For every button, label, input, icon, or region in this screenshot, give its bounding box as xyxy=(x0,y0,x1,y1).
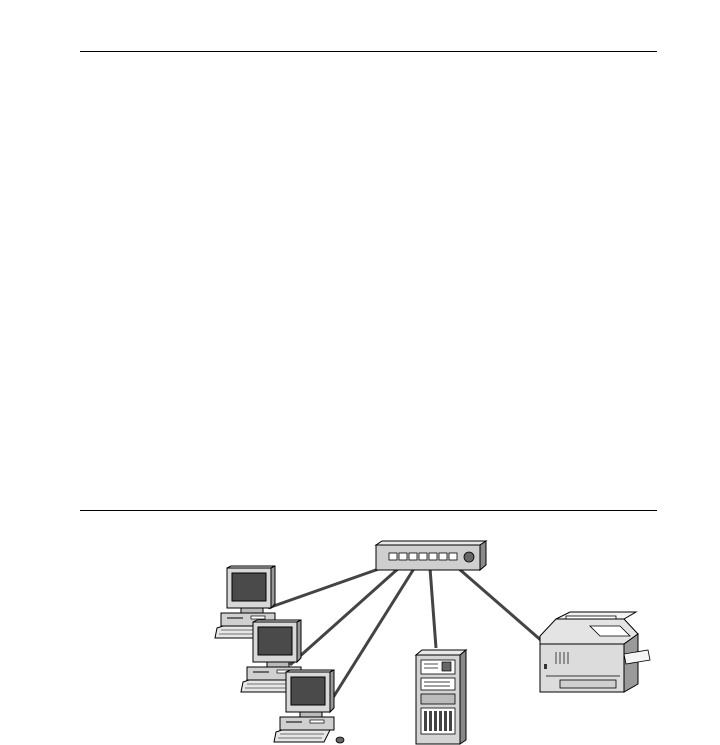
laser-printer-icon xyxy=(539,611,651,693)
network-hub-icon xyxy=(374,540,488,572)
cable-server xyxy=(428,567,438,649)
cable-workstation-2 xyxy=(289,565,401,667)
bottom-rule xyxy=(80,510,657,511)
workstation-3 xyxy=(273,669,345,744)
cable-workstation-1 xyxy=(267,563,391,610)
desktop-computer-icon xyxy=(214,565,276,639)
printer xyxy=(539,611,651,693)
cable-printer xyxy=(457,566,544,644)
server xyxy=(414,648,468,745)
desktop-computer-icon xyxy=(273,669,345,744)
server-tower-icon xyxy=(414,648,468,745)
top-rule xyxy=(80,51,657,52)
cable-workstation-3 xyxy=(322,566,417,713)
workstation-1 xyxy=(214,565,276,639)
workstation-2 xyxy=(240,619,302,693)
network-cables xyxy=(267,563,544,713)
desktop-computer-icon xyxy=(240,619,302,693)
